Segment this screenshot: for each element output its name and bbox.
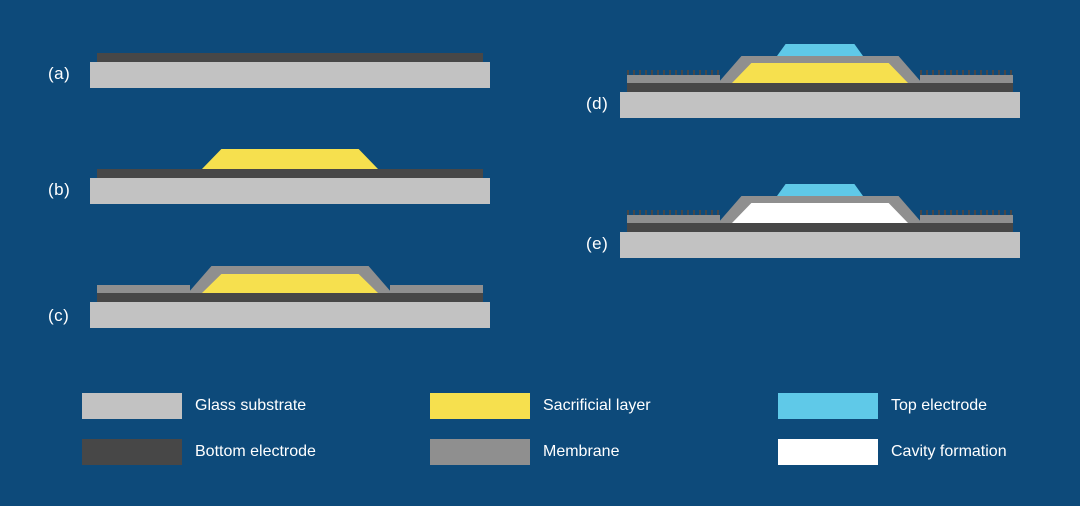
top-electrode-swatch [778, 393, 878, 419]
legend-item-glass-substrate: Glass substrate [82, 393, 306, 419]
etch-texture-right [920, 70, 1013, 75]
legend-label: Glass substrate [195, 397, 307, 414]
glass-substrate-swatch [82, 393, 182, 419]
glass-substrate-layer [90, 62, 490, 88]
cavity-formation-swatch [778, 439, 878, 465]
legend-label: Membrane [543, 443, 620, 460]
membrane-swatch [430, 439, 530, 465]
sacrificial-layer [202, 274, 378, 293]
legend-item-membrane: Membrane [430, 439, 619, 465]
process-step-b [90, 149, 490, 204]
membrane-layer-right [920, 75, 1013, 83]
sacrificial-layer-swatch [430, 393, 530, 419]
legend-item-sacrificial-layer: Sacrificial layer [430, 393, 651, 419]
bottom-electrode-layer [627, 223, 1013, 232]
sacrificial-layer [202, 149, 378, 169]
top-electrode-layer [777, 184, 863, 196]
legend-label: Cavity formation [891, 443, 1007, 460]
legend-item-bottom-electrode: Bottom electrode [82, 439, 316, 465]
glass-substrate-layer [620, 92, 1020, 118]
legend: Glass substrate Bottom electrode Sacrifi… [0, 393, 1080, 468]
cavity-layer [732, 203, 908, 223]
membrane-layer-right [390, 285, 483, 293]
process-step-a [90, 53, 490, 88]
bottom-electrode-layer [97, 169, 483, 178]
membrane-layer-left [97, 285, 190, 293]
etch-texture-left [627, 210, 720, 215]
step-label-c: (c) [48, 306, 70, 325]
bottom-electrode-layer [627, 83, 1013, 92]
membrane-layer-left [627, 75, 720, 83]
legend-label: Bottom electrode [195, 443, 316, 460]
step-label-e: (e) [586, 234, 609, 253]
legend-item-cavity-formation: Cavity formation [778, 439, 1007, 465]
step-label-b: (b) [48, 180, 71, 199]
bottom-electrode-layer [97, 293, 483, 302]
step-label-a: (a) [48, 64, 71, 83]
legend-item-top-electrode: Top electrode [778, 393, 987, 419]
membrane-layer-right [920, 215, 1013, 223]
process-step-d [620, 44, 1020, 118]
bottom-electrode-layer [97, 53, 483, 62]
step-label-d: (d) [586, 94, 609, 113]
process-step-c [90, 266, 490, 328]
glass-substrate-layer [620, 232, 1020, 258]
etch-texture-left [627, 70, 720, 75]
legend-label: Top electrode [891, 397, 988, 414]
sacrificial-layer [732, 63, 908, 83]
legend-label: Sacrificial layer [543, 397, 651, 414]
etch-texture-right [920, 210, 1013, 215]
process-step-e [620, 184, 1020, 258]
glass-substrate-layer [90, 302, 490, 328]
bottom-electrode-swatch [82, 439, 182, 465]
membrane-layer-left [627, 215, 720, 223]
glass-substrate-layer [90, 178, 490, 204]
top-electrode-layer [777, 44, 863, 56]
